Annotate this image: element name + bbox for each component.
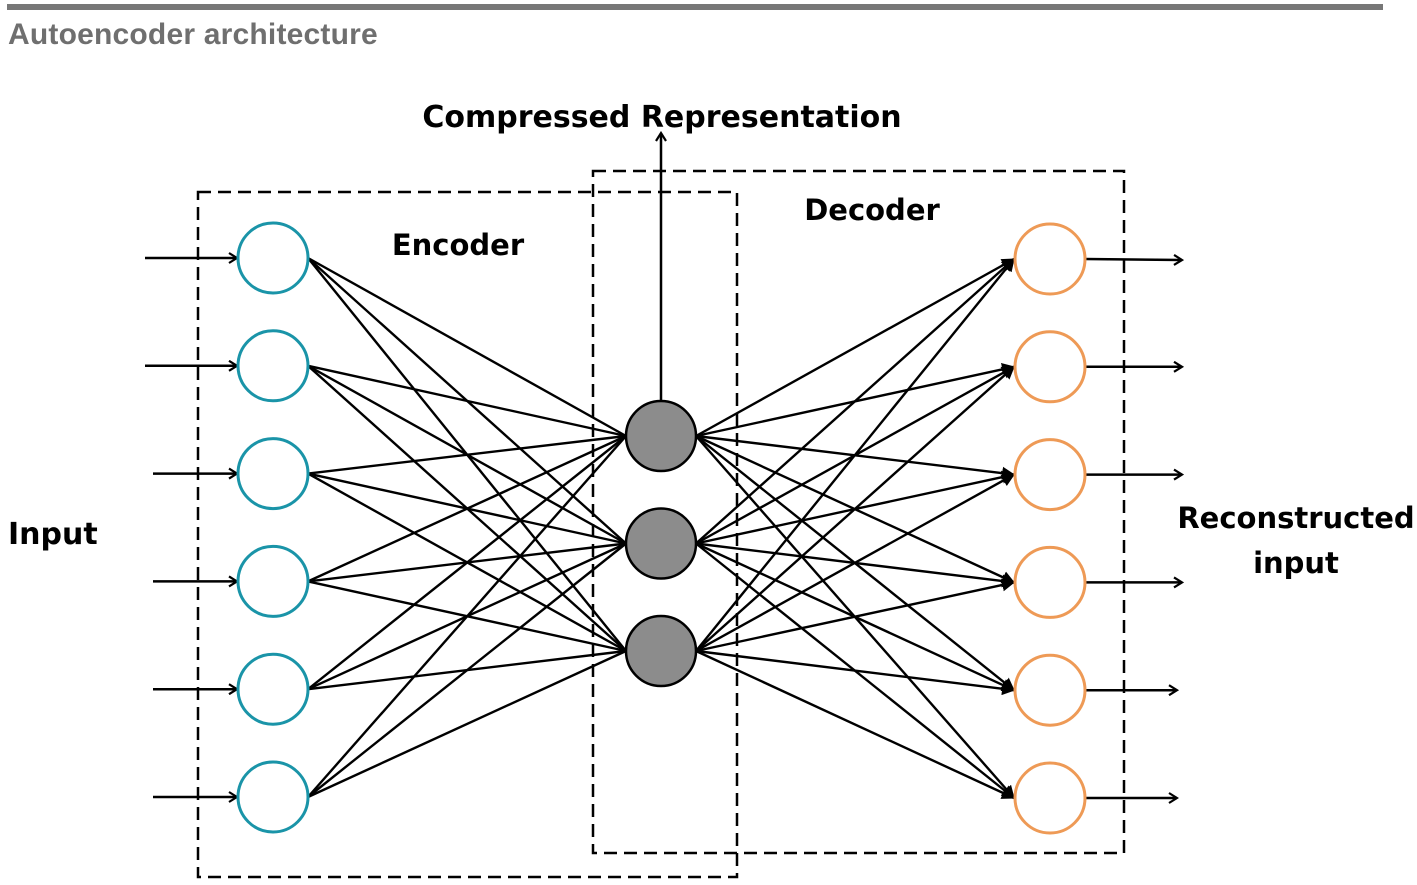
input-node [236, 544, 310, 618]
decoder-connection [695, 258, 1015, 545]
decoder-connection [695, 649, 1015, 800]
output-arrow [1084, 259, 1182, 260]
decoder-connection [695, 578, 1016, 653]
nodes [236, 221, 1087, 835]
input-node [236, 221, 310, 295]
decoder-box [591, 169, 1126, 855]
output-node [1013, 545, 1087, 619]
output-node [1013, 222, 1087, 296]
input-node [236, 329, 310, 403]
input-node [236, 437, 310, 511]
bottleneck-node [624, 614, 698, 688]
compressed-label: Compressed Representation [422, 100, 901, 135]
output-node [1013, 330, 1087, 404]
decoder-connection [695, 257, 1015, 438]
decoder-connection [695, 365, 1015, 652]
output-node [1013, 438, 1087, 512]
reconstructed-label-line2: input [1253, 546, 1339, 580]
encoder-connection [307, 542, 627, 798]
io-arrows [145, 258, 1182, 798]
encoder-connection [307, 434, 627, 475]
encoder-connection [307, 435, 627, 798]
decoder-connection [695, 258, 1015, 652]
bottleneck-node [624, 399, 698, 473]
encoder-connection [307, 435, 627, 691]
input-node [236, 652, 310, 726]
encoder-label: Encoder [392, 228, 525, 262]
encoder-connection [307, 256, 627, 438]
connection-lines [307, 256, 1016, 800]
decoder-connection [695, 649, 1016, 696]
output-node [1013, 761, 1087, 835]
bottleneck-node [624, 507, 698, 580]
decoder-label: Decoder [804, 193, 940, 227]
decoder-connection [695, 473, 1015, 653]
page-title: Autoencoder architecture [8, 18, 378, 51]
encoder-connection [307, 364, 627, 438]
encoder-connection [307, 649, 627, 799]
encoder-connection [307, 434, 627, 583]
output-node [1013, 653, 1087, 727]
input-label: Input [8, 517, 98, 552]
input-node [236, 760, 310, 834]
reconstructed-label-line1: Reconstructed [1177, 501, 1414, 535]
top-divider [7, 4, 1383, 10]
